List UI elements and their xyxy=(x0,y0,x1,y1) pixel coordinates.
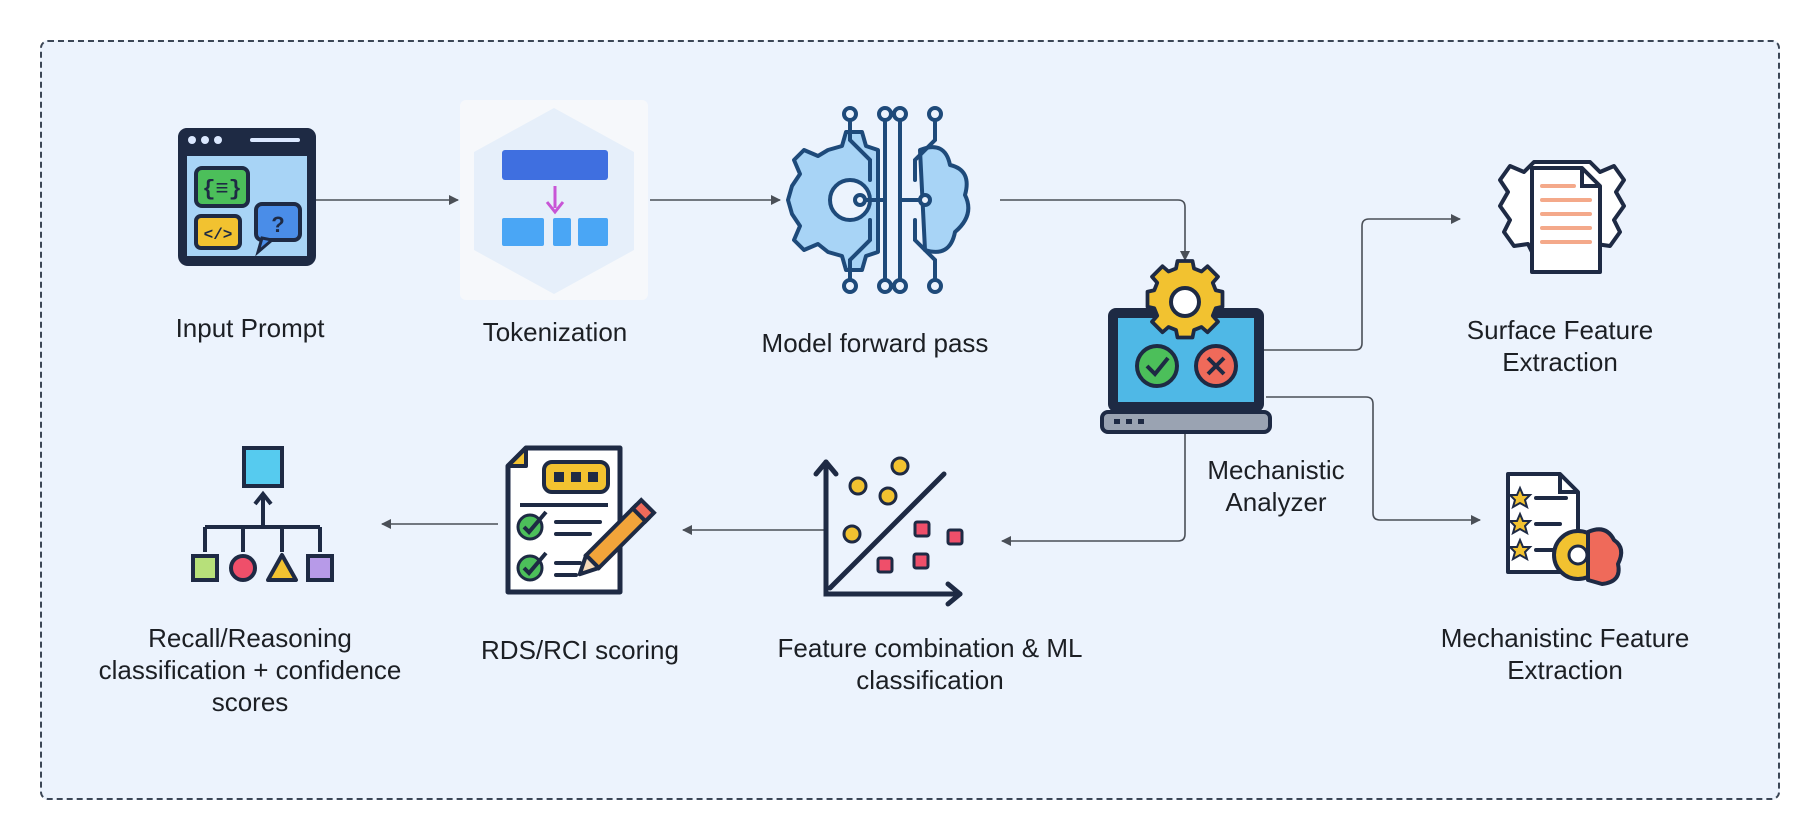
scatter-classification-icon xyxy=(813,456,964,607)
tokenization-label: Tokenization xyxy=(482,317,628,347)
arrow-model-to-analyzer xyxy=(1000,199,1190,261)
browser-chat-icon: {≡} </> ? xyxy=(178,128,316,266)
document-gear-icon xyxy=(1498,160,1626,274)
svg-text:?: ? xyxy=(271,212,284,237)
arrow-analyzer-to-surface xyxy=(1262,214,1461,351)
hierarchy-shapes-icon xyxy=(191,446,334,582)
model-forward-pass-label: Model forward pass xyxy=(761,328,989,358)
laptop-gear-check-icon xyxy=(1100,259,1272,434)
mechanistic-analyzer-label: Mechanistic Analyzer xyxy=(1207,455,1345,517)
arrow-analyzer-to-mechanistic xyxy=(1266,396,1481,525)
rds-rci-scoring-label: RDS/RCI scoring xyxy=(481,635,679,665)
arrow-analyzer-to-feature-combination xyxy=(1001,434,1186,546)
recall-reasoning-label: Recall/Reasoning classification + confid… xyxy=(98,623,402,717)
scoring-clipboard-icon xyxy=(505,445,657,595)
gear-brain-circuit-icon xyxy=(786,106,971,294)
surface-feature-extraction-label: Surface Feature Extraction xyxy=(1466,315,1654,377)
input-prompt-label: Input Prompt xyxy=(175,313,325,343)
token-split-icon xyxy=(460,100,648,300)
mechanistic-feature-extraction-label: Mechanistinc Feature Extraction xyxy=(1440,623,1690,685)
checklist-brain-gear-icon xyxy=(1506,472,1624,586)
svg-text:</>: </> xyxy=(204,226,233,244)
diagram-frame xyxy=(40,40,1780,800)
svg-text:{≡}: {≡} xyxy=(202,177,242,202)
feature-combination-label: Feature combination & ML classification xyxy=(777,633,1083,695)
